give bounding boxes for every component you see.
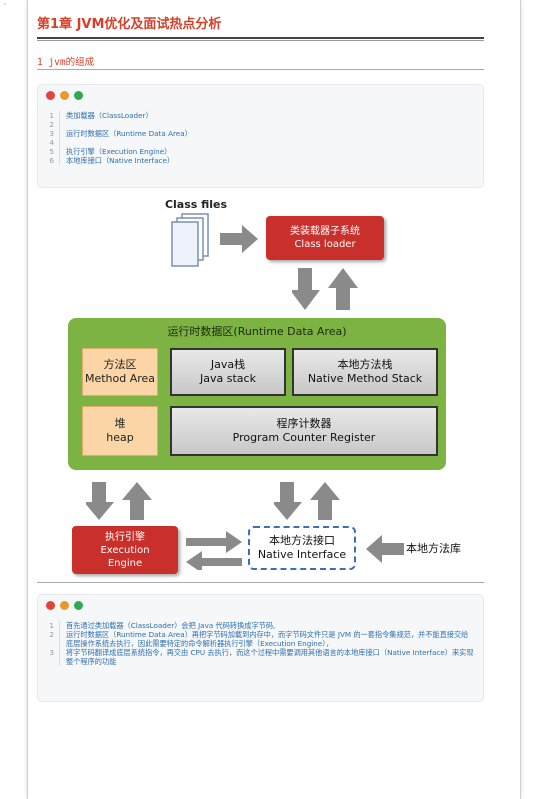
line-text: 运行时数据区（Runtime Data Area） xyxy=(66,129,192,138)
runtime-engine-arrows-icon xyxy=(86,482,152,520)
line-number: 3 xyxy=(46,648,60,666)
engine-cn: 执行引擎 xyxy=(105,531,145,543)
title-rule xyxy=(37,37,484,39)
class-loader-en: Class loader xyxy=(294,239,356,250)
engine-en-2: Engine xyxy=(107,557,143,569)
pc-en: Program Counter Register xyxy=(232,431,376,444)
heap-box: 堆 heap xyxy=(82,406,158,456)
line-number: 1 xyxy=(46,621,60,630)
code-line: 3 运行时数据区（Runtime Data Area） xyxy=(46,129,475,138)
class-loader-box: 类装载器子系统 Class loader xyxy=(266,216,384,260)
method-area-box: 方法区 Method Area xyxy=(82,348,158,396)
pc-cn: 程序计数器 xyxy=(276,417,332,431)
line-number: 5 xyxy=(46,147,60,156)
class-loader-cn: 类装载器子系统 xyxy=(290,226,360,237)
line-text: 运行时数据区（Runtime Data Area）再把字节码加载到内存中，而字节… xyxy=(66,630,469,648)
line-number: 2 xyxy=(46,120,60,129)
line-number: 4 xyxy=(46,138,60,147)
native-iface-cn: 本地方法接口 xyxy=(269,533,335,547)
title-rule-thin xyxy=(37,40,484,41)
java-stack-box: Java栈 Java stack xyxy=(170,348,286,396)
runtime-area-title: 运行时数据区(Runtime Data Area) xyxy=(167,325,347,338)
code-line: 3 将字节码翻译成底层系统指令，再交由 CPU 去执行，而这个过程中需要调用其他语… xyxy=(46,648,475,666)
window-controls xyxy=(46,91,83,100)
code-line: 5 执行引擎（Execution Engine） xyxy=(46,147,475,156)
runtime-native-arrows-icon xyxy=(274,482,340,520)
window-controls xyxy=(46,601,83,610)
line-number: 2 xyxy=(46,630,60,648)
line-text: 首先通过类加载器（ClassLoader）会把 Java 代码转换成字节码, xyxy=(66,621,276,630)
line-number: 3 xyxy=(46,129,60,138)
close-dot-icon xyxy=(46,601,55,610)
loader-runtime-arrows-icon xyxy=(292,268,358,310)
code-line: 2 xyxy=(46,120,475,129)
chapter-title: 第1章 JVM优化及面试热点分析 xyxy=(37,17,222,32)
execution-engine-box: 执行引擎 Execution Engine xyxy=(72,526,178,574)
minimize-dot-icon xyxy=(60,601,69,610)
java-stack-en: Java stack xyxy=(200,372,256,385)
close-dot-icon xyxy=(46,91,55,100)
code-line: 1 首先通过类加载器（ClassLoader）会把 Java 代码转换成字节码, xyxy=(46,621,475,630)
maximize-dot-icon xyxy=(74,601,83,610)
jvm-architecture-diagram: Class files 类装载器子系统 Class loader 运行时数据区(… xyxy=(60,196,480,580)
section-title: 1 jvm的组成 xyxy=(37,57,95,68)
native-library-label: 本地方法库 xyxy=(406,542,461,555)
heap-cn: 堆 xyxy=(114,417,126,431)
native-stack-en: Native Method Stack xyxy=(307,372,423,385)
java-stack-cn: Java栈 xyxy=(210,358,246,372)
program-counter-box: 程序计数器 Program Counter Register xyxy=(170,406,438,456)
native-stack-box: 本地方法栈 Native Method Stack xyxy=(292,348,438,396)
class-files-icon xyxy=(171,213,209,267)
code-line: 6 本地库接口（Native Interface） xyxy=(46,156,475,165)
corner-mark: ' xyxy=(4,2,6,10)
code-line: 2 运行时数据区（Runtime Data Area）再把字节码加载到内存中，而字… xyxy=(46,630,475,648)
method-area-cn: 方法区 xyxy=(103,358,137,372)
engine-en-1: Execution xyxy=(100,544,150,556)
arrow-right-icon xyxy=(220,225,258,253)
native-interface-box: 本地方法接口 Native Interface xyxy=(248,526,356,570)
engine-native-arrows-icon xyxy=(186,531,242,570)
line-number: 6 xyxy=(46,156,60,165)
line-text: 本地库接口（Native Interface） xyxy=(66,156,175,165)
heap-en: heap xyxy=(106,431,134,444)
minimize-dot-icon xyxy=(60,91,69,100)
line-text: 执行引擎（Execution Engine） xyxy=(66,147,172,156)
code-line: 4 xyxy=(46,138,475,147)
divider xyxy=(37,582,484,583)
method-area-en: Method Area xyxy=(84,372,156,385)
line-text: 将字节码翻译成底层系统指令，再交由 CPU 去执行，而这个过程中需要调用其他语言… xyxy=(66,648,474,666)
section-rule xyxy=(37,69,484,70)
line-number: 1 xyxy=(46,111,60,120)
code-line: 1 类加载器（ClassLoader） xyxy=(46,111,475,120)
maximize-dot-icon xyxy=(74,91,83,100)
arrow-left-icon xyxy=(366,535,404,563)
native-stack-cn: 本地方法栈 xyxy=(337,358,393,372)
line-text: 类加载器（ClassLoader） xyxy=(66,111,153,120)
class-files-label: Class files xyxy=(164,198,228,211)
native-iface-en: Native Interface xyxy=(257,548,347,561)
